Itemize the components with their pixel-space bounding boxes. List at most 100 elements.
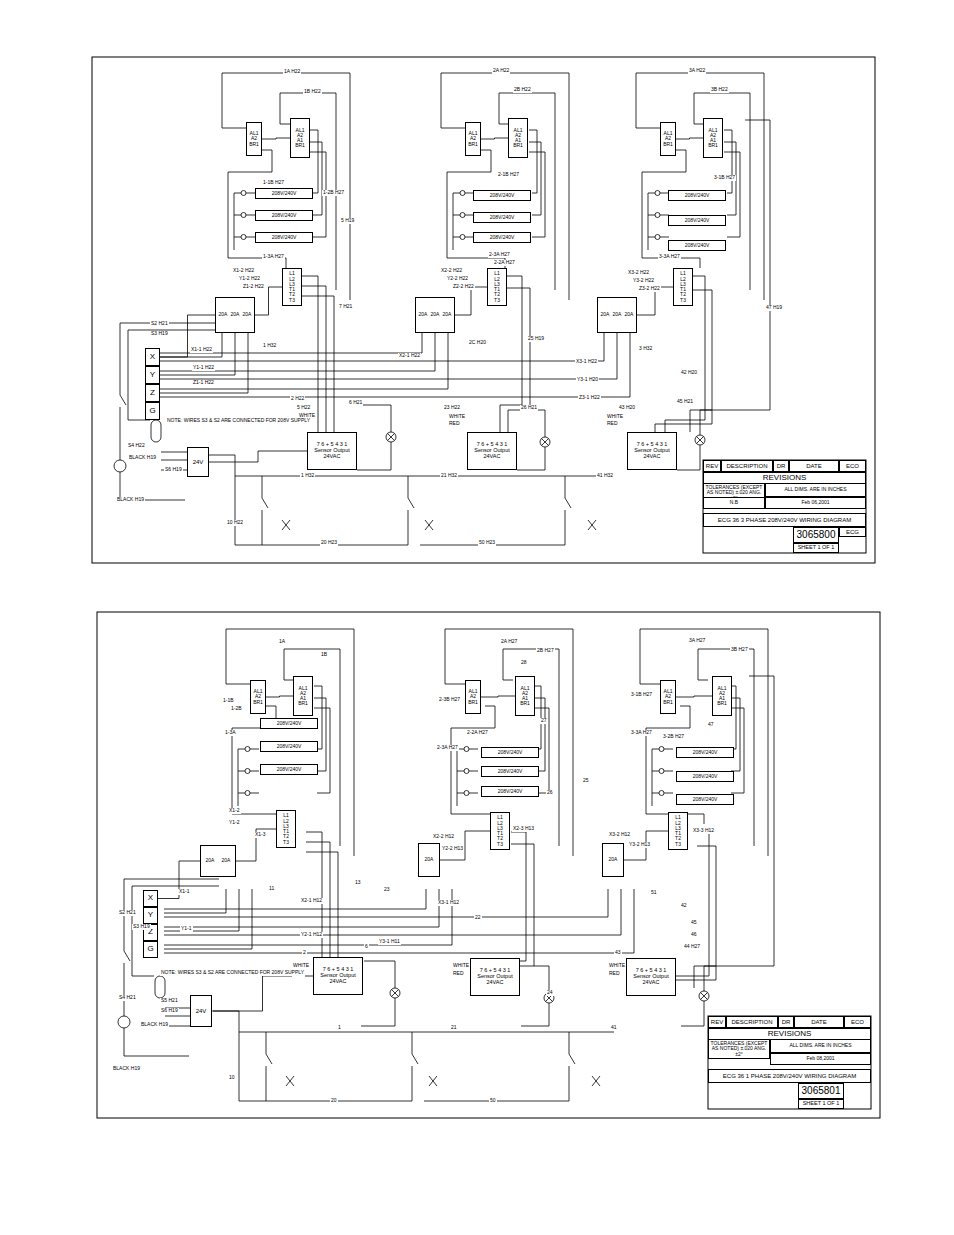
- selector-switch: 208V/240V: [260, 764, 318, 775]
- wire-label: 2 H22: [290, 396, 305, 402]
- wire-label: 43: [614, 950, 622, 956]
- terminal-box: Y: [143, 907, 158, 924]
- node-text: 20A: [222, 858, 231, 863]
- node-text: DESCRIPTION: [731, 1019, 772, 1025]
- title-cell: DESCRIPTION: [726, 1016, 778, 1028]
- breaker-box: 20A20A20A: [597, 297, 637, 333]
- contactor-box: L1L2L3T1T2T3: [282, 268, 302, 306]
- wire-label: Z1-1 H22: [192, 380, 215, 386]
- wire-label: 1-2B H27: [322, 190, 345, 196]
- terminal-box: Z: [145, 384, 160, 402]
- node-text: 20A: [443, 312, 452, 317]
- wire-connector: [481, 138, 508, 139]
- node-text: 20A: [625, 312, 634, 317]
- wire-label: 1B: [320, 652, 328, 658]
- wire-label: 1A H22: [283, 69, 301, 75]
- wire-label: Y3-2 H22: [632, 278, 655, 284]
- wire-label: 26 H21: [520, 405, 538, 411]
- sensor-box: 7 6 + 5 4 3 1Sensor Output24VAC: [470, 958, 520, 996]
- node-text: BR1: [708, 143, 718, 148]
- title-cell: ECG: [839, 527, 866, 537]
- contactor-box: L1L2L3T1T2T3: [673, 268, 693, 306]
- wire-label: X2-1 H22: [398, 353, 421, 359]
- wire-label: 47: [707, 722, 715, 728]
- node-text: BR1: [663, 700, 673, 705]
- wire-label: S4 H22: [127, 443, 146, 449]
- wire-label: 2B H22: [513, 87, 532, 93]
- node-text: 24VAC: [329, 979, 346, 985]
- wire-label: X2-2 H12: [432, 834, 455, 840]
- wire-label: 42 H20: [680, 370, 698, 376]
- node-text: G: [149, 407, 155, 415]
- title-cell: Feb 06,2001: [765, 497, 866, 509]
- breaker-box: 20A20A20A: [415, 297, 455, 333]
- wire-label: 25: [582, 778, 590, 784]
- title-cell: DESCRIPTION: [721, 460, 773, 472]
- node-text: 208V/240V: [277, 721, 302, 726]
- node-text: TOLERANCES (EXCEPT AS NOTED) ±.020 ANG. …: [710, 1041, 768, 1057]
- node-text: 208V/240V: [490, 193, 515, 198]
- panel-border: [92, 57, 875, 563]
- selector-switch: 208V/240V: [668, 190, 726, 201]
- title-block-border: [708, 1016, 871, 1109]
- wire-label: X3-1 H12: [437, 900, 460, 906]
- wire-label: X1-2: [228, 808, 241, 814]
- wire-connector: [455, 287, 487, 315]
- contactor-box: L1L2L3T1T2T3: [487, 268, 507, 306]
- wire-label: 3-1B H27: [713, 175, 736, 181]
- title-cell: DR: [773, 460, 789, 472]
- selector-switch: 208V/240V: [473, 212, 531, 223]
- sensor-box: 7 6 + 5 4 3 1Sensor Output24VAC: [626, 958, 676, 996]
- wire-label: Y2-1 H12: [300, 932, 323, 938]
- selector-switch: 208V/240V: [481, 786, 539, 797]
- node-text: 208V/240V: [490, 235, 515, 240]
- wire-connector: [266, 696, 293, 697]
- selector-switch: 208V/240V: [676, 771, 734, 782]
- selector-switch: 208V/240V: [255, 188, 313, 199]
- selector-switch: 208V/240V: [260, 741, 318, 752]
- wire-label: Z3-2 H22: [638, 286, 661, 292]
- wire-label: Z2-2 H22: [452, 284, 475, 290]
- selector-switch: 208V/240V: [481, 747, 539, 758]
- title-cell: ALL DIMS. ARE IN INCHES: [765, 483, 866, 497]
- wire-label: Y1-1: [180, 926, 193, 932]
- wire-label: X1-3: [254, 832, 267, 838]
- node-text: ALL DIMS. ARE IN INCHES: [789, 1043, 851, 1048]
- wire-label: 50 H23: [478, 540, 496, 546]
- wire-label: S5 H21: [160, 998, 179, 1004]
- title-cell: TOLERANCES (EXCEPT AS NOTED) ±.020 ANG. …: [708, 1039, 770, 1059]
- wire-label: Y2-2 H13: [441, 846, 464, 852]
- title-cell: ECG 36 3 PHASE 208V/240V WIRING DIAGRAM: [703, 513, 866, 527]
- wire-label: 45: [690, 920, 698, 926]
- title-block-border: [703, 460, 866, 553]
- wire-label: Y3-2 H13: [628, 842, 651, 848]
- wire-connector: [158, 861, 200, 899]
- wire-label: RED: [448, 421, 461, 427]
- node-text: ECG 36 1 PHASE 208V/240V WIRING DIAGRAM: [723, 1073, 856, 1079]
- wire-label: S3 H19: [132, 924, 151, 930]
- breaker-box: 20A20A20A: [215, 297, 255, 333]
- wire-label: 2-3A H27: [488, 252, 511, 258]
- wire-label: BLACK H19: [112, 1066, 141, 1072]
- node-text: 20A: [431, 312, 440, 317]
- title-cell: ECO: [839, 460, 866, 472]
- title-cell: ECO: [844, 1016, 871, 1028]
- wire-label: 1-1B H27: [262, 180, 285, 186]
- terminal-box: X: [145, 348, 160, 366]
- wire-label: X1-1 H22: [190, 347, 213, 353]
- wire-label: 43 H20: [618, 405, 636, 411]
- node-text: SHEET 1 OF 1: [803, 1101, 840, 1107]
- terminal-box: X: [143, 890, 158, 907]
- wire-label: WHITE: [608, 963, 626, 969]
- title-cell: ALL DIMS. ARE IN INCHES: [770, 1039, 871, 1053]
- wire-label: 46: [690, 932, 698, 938]
- wire-label: 13: [354, 880, 362, 886]
- node-text: T3: [680, 298, 686, 303]
- node-text: 208V/240V: [685, 193, 710, 198]
- node-text: T3: [283, 840, 289, 845]
- wire-label: X3-3 H12: [692, 828, 715, 834]
- node-text: T3: [497, 842, 503, 847]
- wire-label: 3 H32: [638, 346, 653, 352]
- wire-label: X1-1: [178, 889, 191, 895]
- node-text: 24VAC: [323, 454, 340, 460]
